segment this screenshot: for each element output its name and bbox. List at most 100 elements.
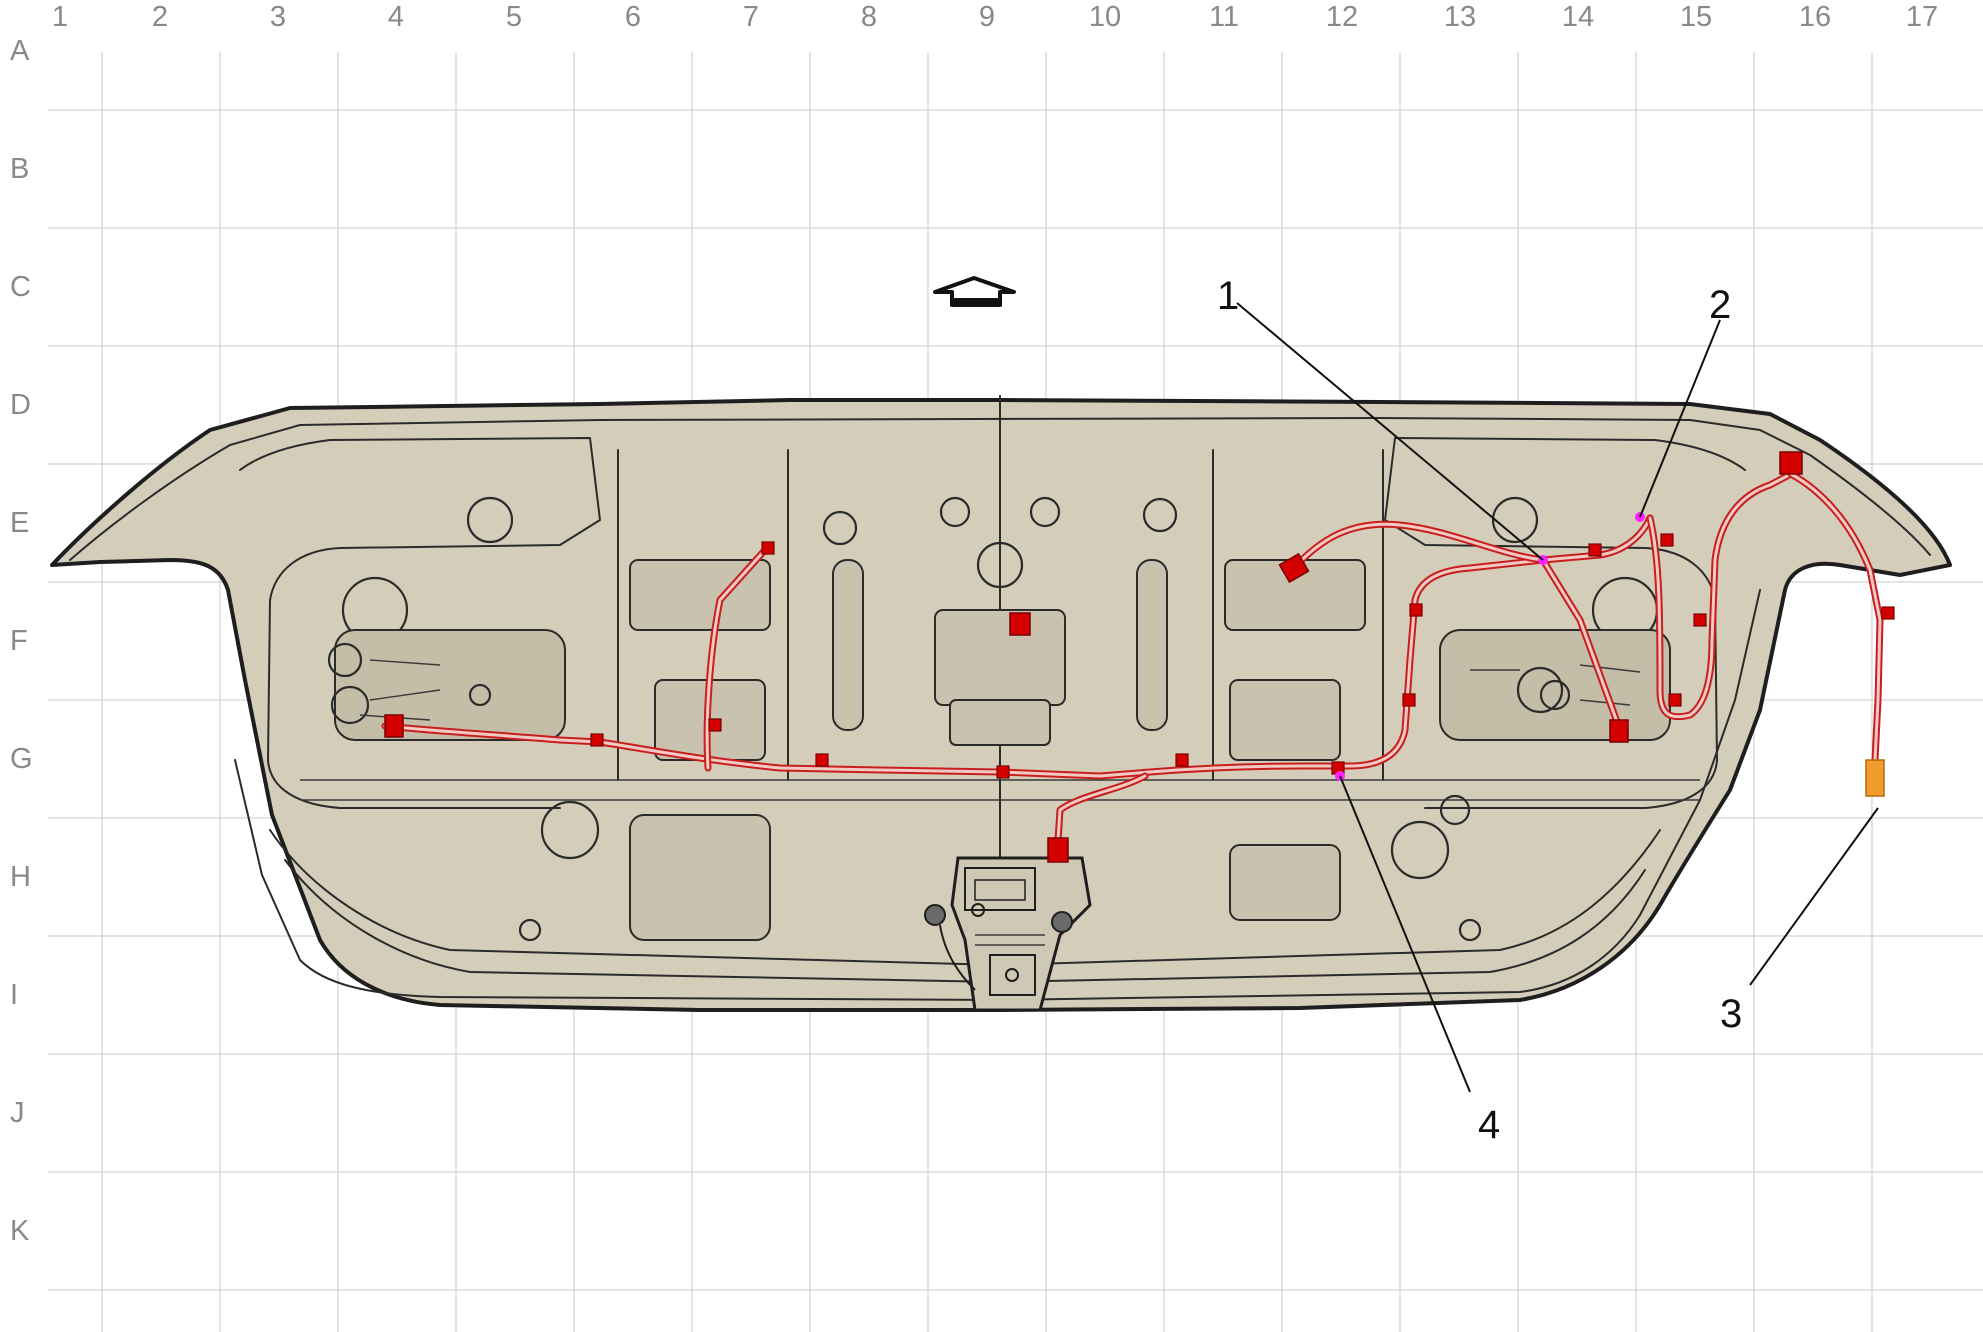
left-tail-lamp-unit: [327, 629, 566, 741]
wiring-harness: [381, 451, 1895, 863]
centre-connector: [1009, 612, 1031, 636]
grid-row-label: G: [10, 743, 33, 775]
harness-cables: [381, 470, 1884, 844]
tailgate-panel: [50, 395, 1952, 1012]
grid-row-label: E: [10, 507, 29, 539]
grid-column-label: 10: [1089, 1, 1121, 33]
hole-right-lamp-top: [1491, 496, 1539, 544]
top-grommet: [1779, 451, 1803, 475]
recess-plate-left: [629, 814, 771, 941]
grid-row-label: I: [10, 979, 18, 1011]
callout-1-label: 1: [1217, 274, 1239, 318]
main-harness-trunk-core: [383, 516, 1652, 778]
right-tail-lamp-unit: [1439, 629, 1671, 741]
grid-column-label: 8: [861, 1, 877, 33]
forward-direction-arrow-icon: [933, 276, 1016, 307]
harness-clip: [708, 718, 722, 732]
hole-bottom-left: [518, 918, 542, 942]
hole-lower-right: [1390, 820, 1450, 880]
slot-1: [832, 559, 864, 731]
grid-column-label: 9: [979, 1, 995, 33]
hole-bottom-right: [1458, 918, 1482, 942]
grid-row-label: A: [10, 35, 30, 67]
upper-rib-left: [617, 449, 789, 781]
harness-clip: [815, 753, 829, 767]
grid-column-label: 13: [1444, 1, 1476, 33]
harness-clip: [1409, 603, 1423, 617]
right-vertical-loop-core: [1648, 472, 1793, 719]
hole-upper-centre-l: [939, 496, 971, 528]
grid-column-label: 3: [270, 1, 286, 33]
upper-right-connector: [1278, 552, 1310, 584]
grid-column-label: 6: [625, 1, 641, 33]
callouts: 1 2 3 4: [1217, 274, 1879, 1147]
callout-3-leader: [1749, 807, 1879, 986]
callout-4-label: 4: [1478, 1103, 1500, 1147]
right-window-frame: [1384, 437, 1746, 809]
hole-lower-left: [540, 800, 600, 860]
harness-clip: [1881, 606, 1895, 620]
harness-clip: [996, 765, 1010, 779]
hole-right-small: [1439, 794, 1471, 826]
recess-plate-right: [1229, 844, 1341, 921]
grid-column-label: 2: [152, 1, 168, 33]
callout-1-leader: [1236, 302, 1544, 561]
harness-clip: [590, 733, 604, 747]
outer-flange-line: [69, 417, 1931, 561]
lower-frame-line: [269, 829, 1661, 966]
hole-upper-centre-r: [1029, 496, 1061, 528]
harness-clip: [1668, 693, 1682, 707]
latch-branch-core: [1056, 774, 1147, 842]
right-lamp-connector: [1609, 719, 1629, 743]
recess-right-lower: [1229, 679, 1341, 761]
grid-column-label: 4: [388, 1, 404, 33]
recess-centre-lower: [949, 699, 1051, 746]
grid-column-label: 1: [52, 1, 68, 33]
hole-left-lamp-top: [466, 496, 514, 544]
harness-clip: [1588, 543, 1602, 557]
callout-2-leader: [1639, 319, 1721, 518]
upper-right-branch-core: [1292, 522, 1545, 570]
right-outer-run-core: [1789, 472, 1882, 762]
latch-connector: [1047, 837, 1069, 863]
left-window-frame: [239, 437, 601, 809]
lower-frame-line-2: [284, 859, 1646, 983]
harness-clips: [590, 533, 1895, 779]
callout-3-label: 3: [1720, 992, 1742, 1036]
slot-2: [1136, 559, 1168, 731]
hole-centre: [976, 541, 1024, 589]
callout-2-label: 2: [1709, 283, 1731, 327]
grid-row-label: D: [10, 389, 31, 421]
grid-column-label: 16: [1799, 1, 1831, 33]
hole-upper-left: [822, 510, 858, 546]
grid-column-label: 12: [1326, 1, 1358, 33]
grid-row-label: B: [10, 153, 29, 185]
harness-clip: [1175, 753, 1189, 767]
grid-row-label: H: [10, 861, 31, 893]
inner-flange-line: [234, 589, 1761, 1001]
grid-row-label: F: [10, 625, 28, 657]
harness-clip: [1660, 533, 1674, 547]
orange-connector: [1865, 759, 1885, 797]
callout-4-leader: [1339, 775, 1471, 1093]
grid-column-label: 14: [1562, 1, 1594, 33]
grid-row-label: K: [10, 1215, 30, 1247]
upper-left-branch-core: [705, 548, 767, 770]
hole-upper-right: [1142, 497, 1178, 533]
horizontal-rib: [300, 779, 1700, 801]
upper-rib-right: [1212, 449, 1384, 781]
harness-clip: [1693, 613, 1707, 627]
grid-row-label: J: [10, 1097, 25, 1129]
right-lamp-branch-core: [1541, 558, 1622, 732]
grid-column-label: 17: [1906, 1, 1938, 33]
grid-row-label: C: [10, 271, 31, 303]
grid-column-label: 7: [743, 1, 759, 33]
recess-centre: [934, 609, 1066, 706]
tailgate-latch: [924, 856, 1092, 1012]
left-lamp-connector: [384, 714, 404, 738]
grid-column-label: 11: [1209, 1, 1239, 33]
grid-column-label: 5: [506, 1, 522, 33]
harness-clip: [1402, 693, 1416, 707]
